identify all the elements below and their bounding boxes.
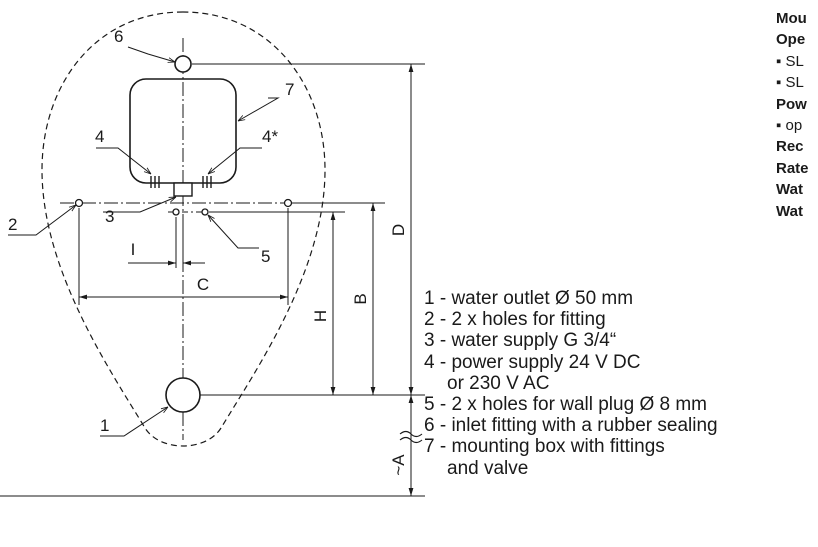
wall-plug-holes	[172, 208, 209, 216]
dimension-h-label: H	[311, 310, 330, 322]
spec-line-recommended: Rec	[776, 138, 804, 156]
callout-5: 5	[261, 247, 270, 266]
legend-item-3: 3 - water supply G 3/4“	[424, 330, 617, 352]
spec-line-water-1: Wat	[776, 181, 803, 199]
legend-item-6: 6 - inlet fitting with a rubber sealing	[424, 415, 718, 437]
callout-4-star: 4*	[262, 127, 278, 146]
power-supply-marks	[150, 176, 212, 188]
specs-panel: Mou Ope ▪ SL ▪ SL Pow ▪ op Rec Rate Wat …	[776, 8, 809, 222]
spec-line-mounting: Mou	[776, 10, 807, 27]
callout-4: 4	[95, 127, 104, 146]
extension-lines	[0, 63, 425, 497]
fitting-holes	[74, 198, 293, 208]
dimension-i-label: I	[131, 240, 136, 259]
water-supply-stub	[173, 182, 193, 197]
spec-line-rated: Rate	[776, 159, 809, 177]
spec-line-water-2: Wat	[776, 202, 803, 220]
callout-7: 7	[285, 80, 294, 99]
legend-item-7: 7 - mounting box with fittings	[424, 436, 665, 458]
dimension-d-label: D	[389, 224, 408, 236]
dimension-c-label: C	[197, 275, 209, 294]
dimension-b-label: B	[351, 293, 370, 304]
spec-line-option: ▪ op	[776, 117, 803, 135]
legend-item-1: 1 - water outlet Ø 50 mm	[424, 288, 634, 309]
spec-line-power: Pow	[776, 95, 807, 113]
spec-line-operation: Ope	[776, 31, 806, 49]
legend-item-4: 4 - power supply 24 V DC	[424, 351, 641, 373]
water-outlet	[165, 377, 201, 413]
legend-item-2: 2 - 2 x holes for fitting	[424, 309, 606, 331]
callout-2: 2	[8, 215, 17, 234]
callout-3: 3	[105, 207, 114, 226]
callout-1: 1	[100, 416, 109, 435]
callout-6: 6	[114, 27, 123, 46]
inlet-fitting	[174, 55, 192, 73]
urinal-outline	[41, 11, 326, 447]
legend-item-4-continued: or 230 V AC	[447, 372, 550, 394]
legend-item-5: 5 - 2 x holes for wall plug Ø 8 mm	[424, 394, 707, 416]
dimension-a-label: ~A	[389, 454, 408, 476]
spec-line-sl-1: ▪ SL	[776, 52, 804, 70]
legend-item-7-continued: and valve	[447, 457, 529, 479]
dimension-break-mark	[399, 430, 423, 444]
spec-line-sl-2: ▪ SL	[776, 74, 804, 92]
legend-list: 1 - water outlet Ø 50 mm 2 - 2 x holes f…	[424, 288, 718, 479]
leader-lines	[8, 46, 280, 437]
